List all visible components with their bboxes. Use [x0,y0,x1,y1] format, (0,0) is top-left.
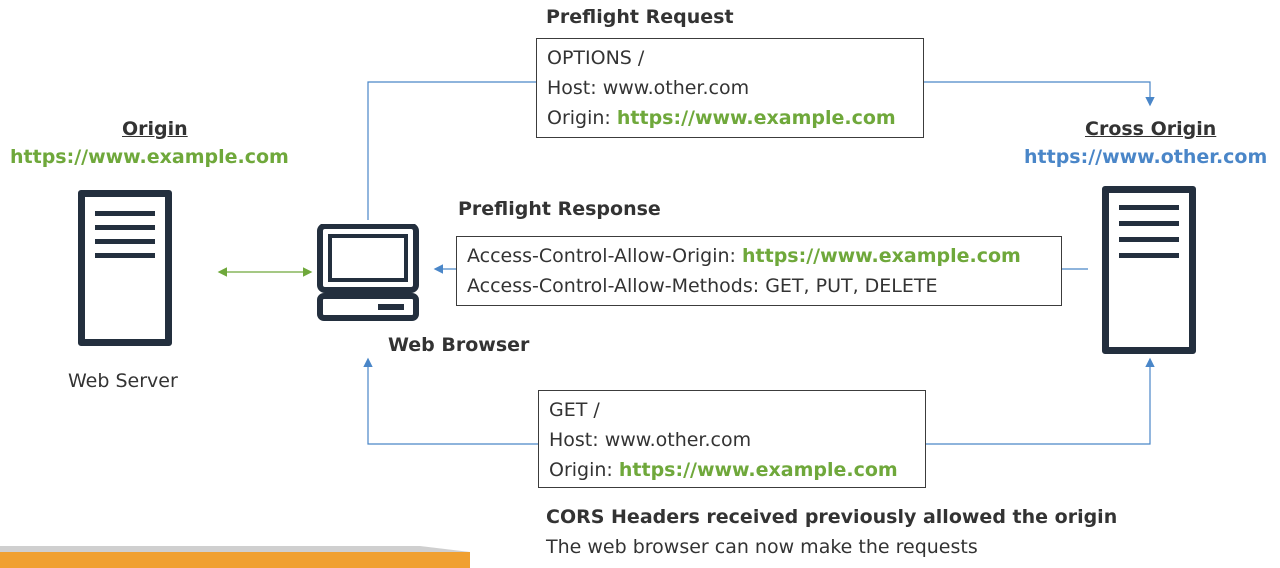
preflight-response-title: Preflight Response [458,198,661,220]
cross-origin-url: https://www.other.com [1024,146,1268,168]
cors-note-headline: CORS Headers received previously allowed… [546,506,1118,528]
origin-title: Origin [122,118,188,140]
web-browser-icon [317,224,419,321]
preflight-request-origin: Origin: https://www.example.com [547,103,923,133]
get-request-to-cross-origin-arrow [926,357,1155,445]
preflight-request-host: Host: www.other.com [547,77,750,99]
preflight-request-method: OPTIONS / [547,47,645,69]
web-browser-label: Web Browser [388,334,530,356]
allow-methods-header: Access-Control-Allow-Methods: GET, PUT, … [467,275,938,297]
preflight-request-box: OPTIONS / Host: www.other.com Origin: ht… [536,38,924,138]
get-request-origin-prefix: Origin: [549,459,619,481]
get-request-host: Host: www.other.com [549,429,752,451]
get-request-origin-value: https://www.example.com [618,459,898,481]
cors-note-text: The web browser can now make the request… [546,536,978,558]
allow-origin-header: Access-Control-Allow-Origin: https://www… [467,241,1061,271]
allow-origin-value: https://www.example.com [742,245,1021,267]
cross-origin-server-icon [1102,186,1196,354]
web-server-icon [78,190,172,346]
web-server-label: Web Server [68,370,178,392]
get-request-origin: Origin: https://www.example.com [549,455,925,485]
get-request-box: GET / Host: www.other.com Origin: https:… [538,390,926,488]
allow-origin-prefix: Access-Control-Allow-Origin: [467,245,742,267]
get-request-method: GET / [549,399,600,421]
origin-url: https://www.example.com [10,146,289,168]
preflight-response-box: Access-Control-Allow-Origin: https://www… [456,236,1062,306]
preflight-request-title: Preflight Request [546,6,734,28]
slide-footer-band [0,546,470,568]
cross-origin-title: Cross Origin [1085,118,1217,140]
preflight-request-origin-prefix: Origin: [547,107,617,129]
preflight-request-origin-value: https://www.example.com [616,107,896,129]
get-request-to-browser-arrow [363,357,540,445]
